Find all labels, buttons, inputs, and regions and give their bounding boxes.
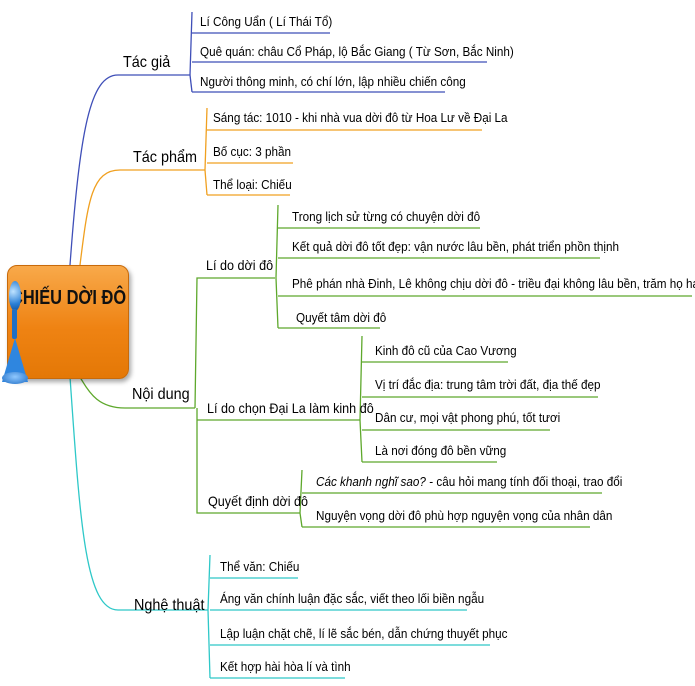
central-topic-title: CHIẾU DỜI ĐÔ — [11, 287, 127, 309]
sub1-trunk — [275, 204, 279, 329]
sub3-item-2: Nguyện vọng dời đô phù hợp nguyện vọng c… — [316, 508, 613, 523]
tac-pham-trunk — [204, 107, 208, 171]
push-pin-icon — [9, 281, 21, 311]
sub1-item-3: Phê phán nhà Đinh, Lê không chịu dời đô … — [292, 276, 695, 291]
sub3-trunk — [299, 469, 303, 528]
tac-gia-trunk — [189, 11, 193, 76]
branch-tac-gia: Tác giả — [123, 54, 171, 71]
nghe-thuat-item-4: Kết hợp hài hòa lí và tình — [220, 659, 351, 674]
sub2-item-3: Dân cư, mọi vật phong phú, tốt tươi — [375, 410, 561, 425]
sub-li-do-chon-dai-la: Lí do chọn Đại La làm kinh đô — [207, 400, 374, 416]
sub3-item-1-rest: - câu hỏi mang tính đối thoại, trao đổi — [425, 474, 623, 489]
sub1-item-1: Trong lịch sử từng có chuyện dời đô — [292, 209, 481, 224]
sub1-item-2: Kết quả dời đô tốt đẹp: vận nước lâu bền… — [292, 239, 619, 254]
tac-pham-item-1: Sáng tác: 1010 - khi nhà vua dời đô từ H… — [213, 110, 508, 125]
sub2-item-4: Là nơi đóng đô bền vững — [375, 443, 507, 458]
tac-gia-item-2: Quê quán: châu Cổ Pháp, lộ Bắc Giang ( T… — [200, 44, 514, 59]
sub-li-do-doi-do: Lí do dời đô — [206, 257, 274, 273]
noi-dung-trunk-lower — [196, 408, 300, 514]
sub2-trunk — [359, 335, 363, 463]
tac-pham-main-branch — [79, 169, 205, 266]
sub2-item-2: Vị trí đắc địa: trung tâm trời đất, địa … — [375, 377, 601, 392]
sub1-item-4: Quyết tâm dời đô — [296, 310, 387, 325]
tac-gia-trunk-lower — [189, 74, 193, 93]
push-pin-neck — [12, 309, 17, 339]
tac-gia-connectors — [69, 11, 692, 679]
noi-dung-main-branch — [79, 376, 195, 409]
sub3-item-1-question: Các khanh nghĩ sao? — [316, 474, 426, 489]
branch-tac-pham: Tác phẩm — [133, 149, 198, 166]
noi-dung-trunk — [194, 277, 275, 409]
push-pin-base — [2, 372, 28, 384]
tac-pham-item-2: Bố cục: 3 phần — [213, 144, 292, 159]
branch-nghe-thuat: Nghệ thuật — [134, 597, 205, 614]
tac-gia-main-branch — [69, 74, 190, 266]
nghe-thuat-item-1: Thể văn: Chiếu — [220, 559, 300, 574]
nghe-thuat-item-2: Áng văn chính luận đặc sắc, viết theo lố… — [220, 591, 485, 606]
nghe-thuat-main-branch — [69, 376, 208, 611]
tac-gia-item-3: Người thông minh, có chí lớn, lập nhiều … — [200, 74, 466, 89]
sub-quyet-dinh-doi-do: Quyết định dời đô — [208, 493, 309, 509]
tac-pham-trunk-lower — [204, 169, 208, 196]
tac-gia-item-1: Lí Công Uẩn ( Lí Thái Tổ) — [200, 14, 333, 29]
tac-pham-item-3: Thể loại: Chiếu — [213, 177, 292, 192]
branch-noi-dung: Nội dung — [132, 386, 190, 403]
nghe-thuat-item-3: Lập luận chặt chẽ, lí lẽ sắc bén, dẫn ch… — [220, 626, 508, 641]
sub2-item-1: Kinh đô cũ của Cao Vương — [375, 343, 517, 358]
sub3-item-1: Các khanh nghĩ sao? - câu hỏi mang tính … — [316, 474, 622, 490]
nghe-thuat-trunk — [207, 554, 211, 679]
